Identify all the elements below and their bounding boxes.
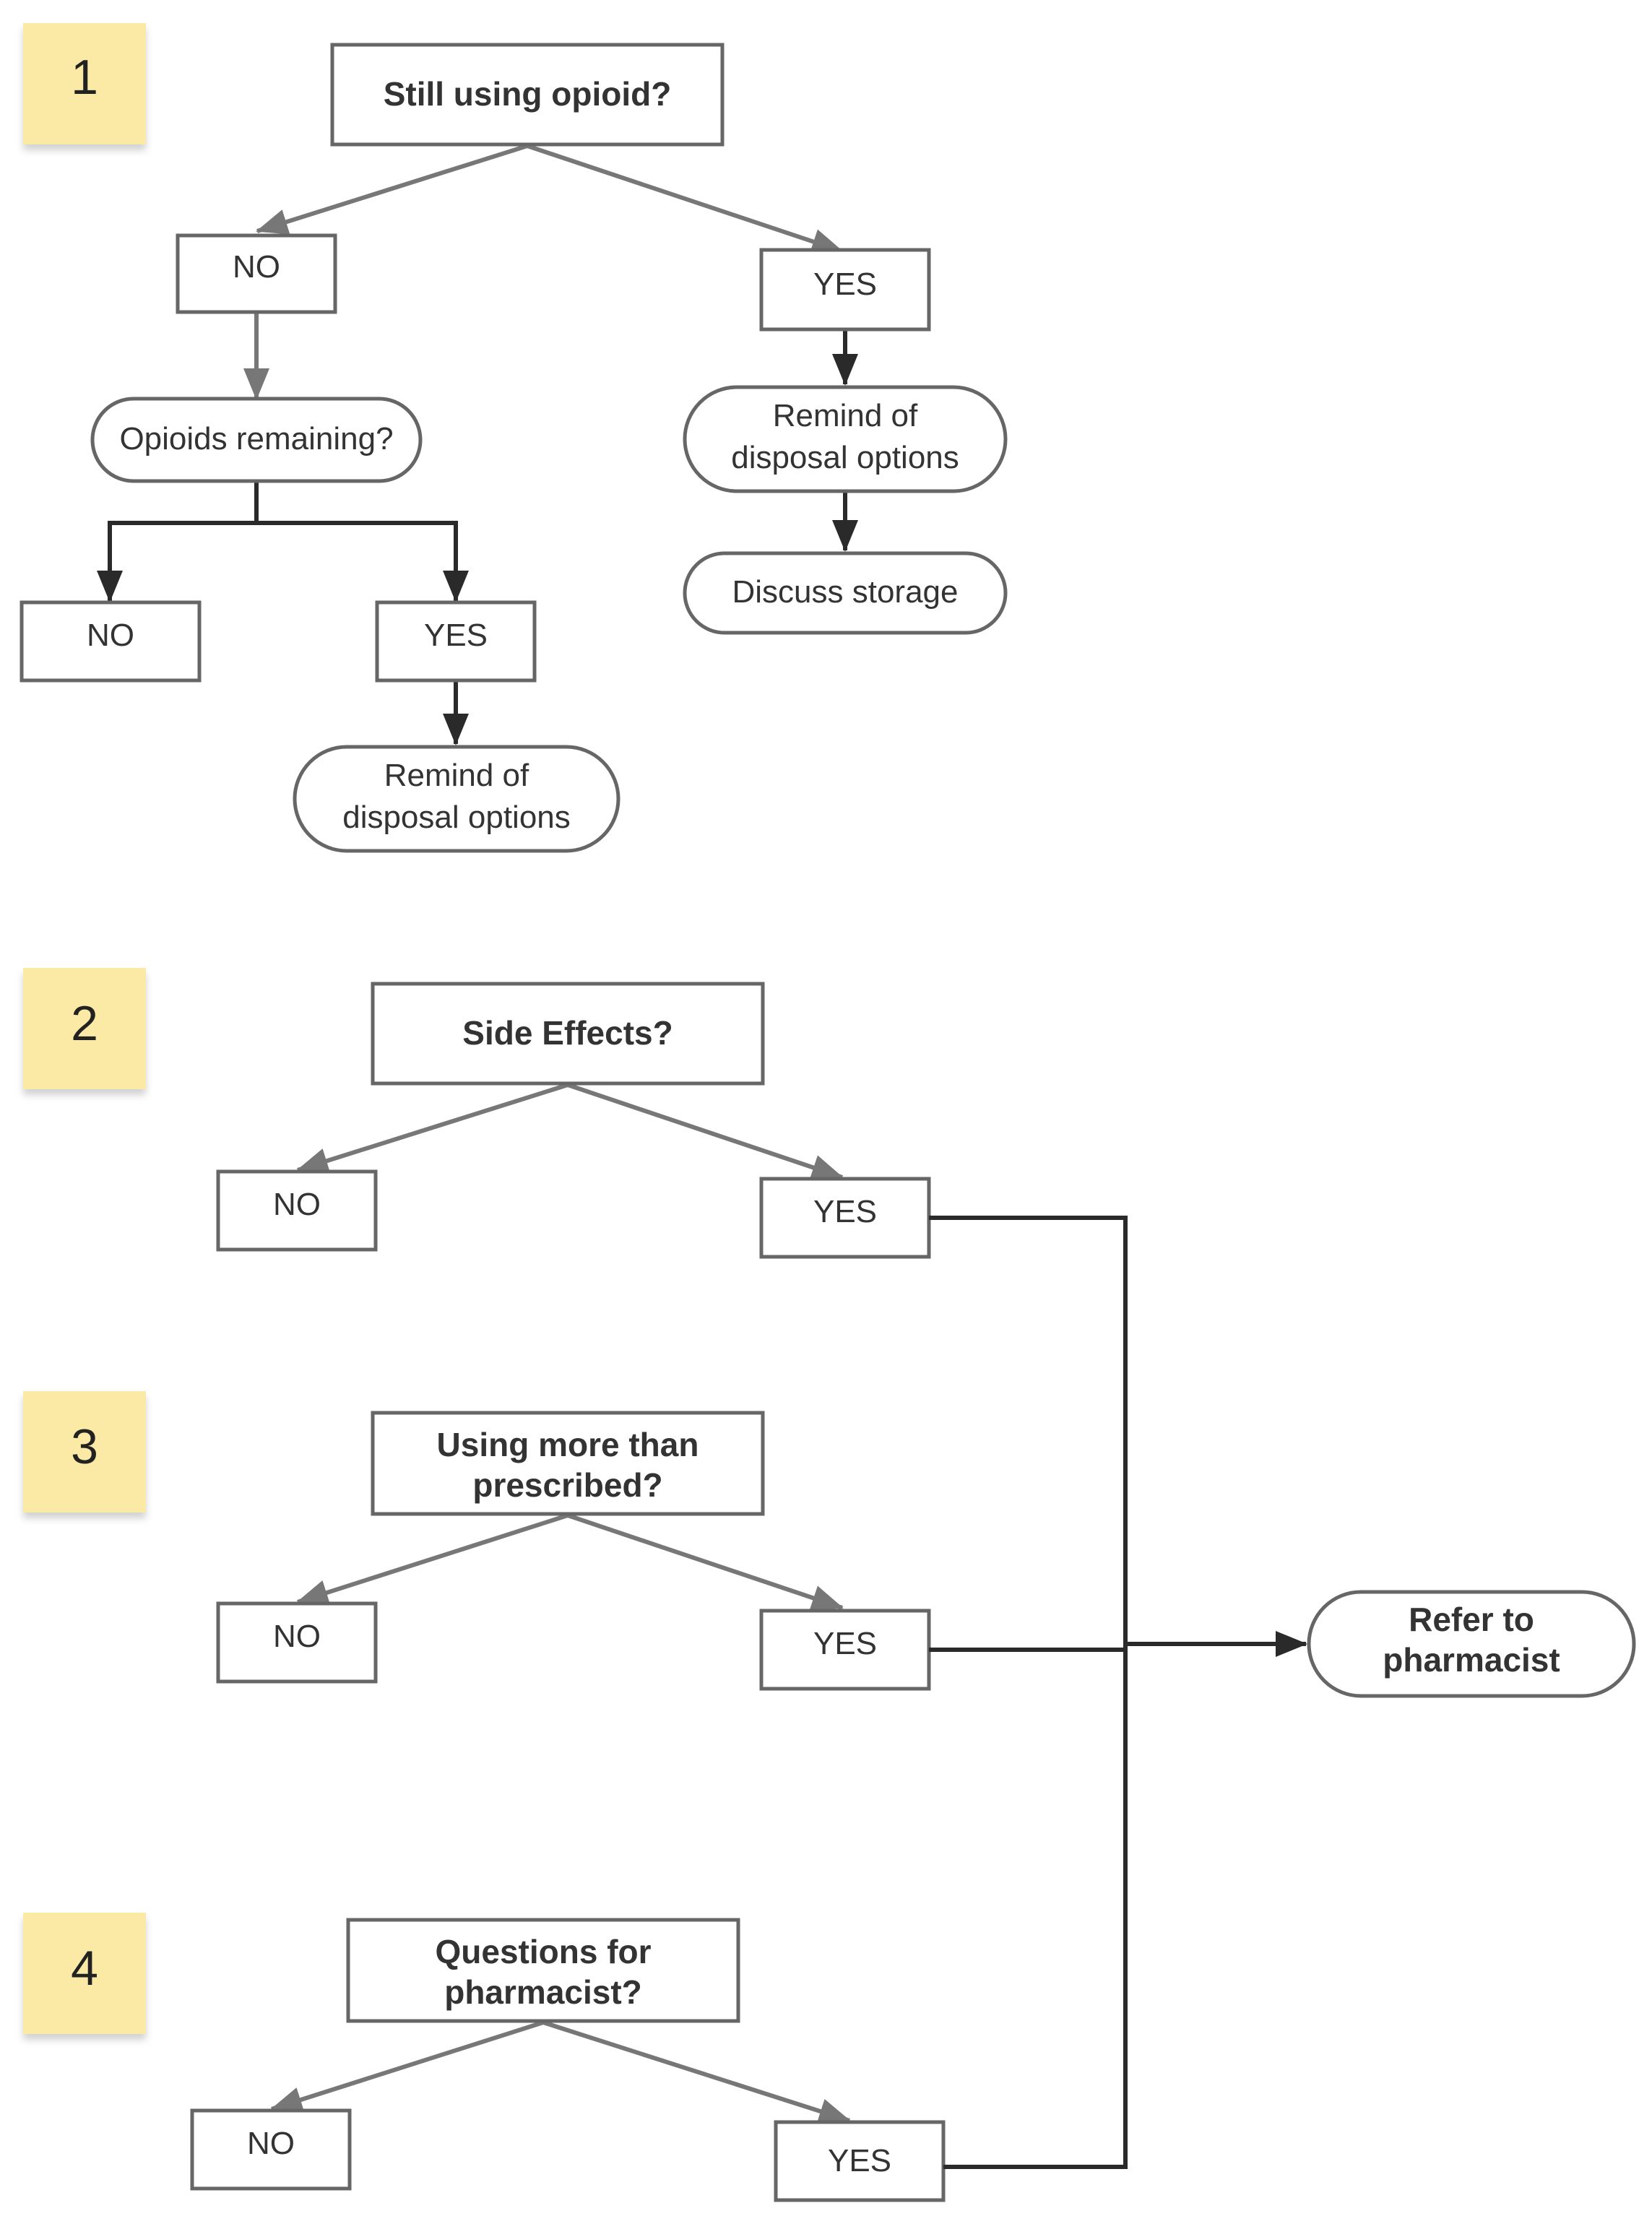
s4-no-box (190, 2108, 352, 2191)
section-3-number: 3 (71, 1419, 98, 1474)
section-4-number: 4 (71, 1941, 98, 1996)
question-text-using-more-line1: Using more than (437, 1426, 699, 1463)
yes-merge-line (929, 1216, 1128, 2169)
s1-sub-no-box (20, 600, 202, 683)
arrow-to-s1-no (256, 144, 528, 235)
refer-to-pharmacist-terminal (1307, 1590, 1636, 1698)
question-box-using-more (371, 1411, 765, 1516)
remind-disposal-left-line2: disposal options (342, 800, 571, 835)
section-2: Side Effects? NO YES (216, 982, 931, 1259)
question-box-side-effects (371, 982, 765, 1086)
section-3: Using more than prescribed? NO YES (216, 1411, 931, 1691)
s3-yes-label: YES (813, 1626, 877, 1661)
section-2-number: 2 (71, 996, 98, 1051)
question-box-questions-for-pharmacist (346, 1918, 740, 2023)
s2-no-box (216, 1169, 378, 1252)
s2-yes-label: YES (813, 1194, 877, 1229)
s4-yes-label: YES (828, 2143, 891, 2178)
discuss-storage-text: Discuss storage (732, 574, 958, 610)
remind-disposal-right-line1: Remind of (773, 398, 918, 433)
arrow-to-s1-yes (527, 144, 844, 254)
section-1-number-note: 1 (23, 23, 146, 144)
s4-no-label: NO (247, 2126, 295, 2161)
arrow-to-s4-no (270, 2020, 544, 2113)
outcome: Refer to pharmacist (1307, 1590, 1636, 1698)
s1-sub-yes-label: YES (424, 618, 488, 653)
refer-to-pharmacist-line1: Refer to (1409, 1601, 1534, 1638)
question-text-side-effects: Side Effects? (462, 1014, 673, 1052)
s1-sub-no-label: NO (87, 618, 134, 653)
arrow-to-s3-yes (567, 1513, 844, 1611)
arrow-to-s2-yes (567, 1083, 844, 1180)
arrow-to-s1-sub-yes (256, 521, 469, 602)
s1-yes-box (759, 248, 931, 332)
opioids-remaining-decision (90, 397, 423, 483)
s3-yes-box (759, 1609, 931, 1691)
arrow-to-s1-sub-no (97, 481, 259, 602)
question-text-using-more-line2: prescribed? (472, 1466, 662, 1504)
remind-disposal-left-line1: Remind of (384, 758, 529, 793)
merge-connectors (929, 1216, 1307, 2169)
remind-disposal-right (683, 385, 1008, 493)
s4-yes-box (774, 2120, 946, 2202)
question-text-questions-line2: pharmacist? (444, 1973, 642, 2011)
discuss-storage-action (683, 551, 1008, 635)
s1-yes-label: YES (813, 267, 877, 302)
section-1-number: 1 (71, 50, 98, 105)
arrow-to-s2-no (296, 1083, 568, 1174)
arrow-to-s4-yes (542, 2020, 851, 2124)
remind-disposal-left (293, 745, 620, 853)
section-1: Still using opioid? NO YES Opioids remai… (20, 43, 1008, 853)
section-4-number-note: 4 (23, 1913, 146, 2034)
opioids-remaining-text: Opioids remaining? (119, 421, 393, 456)
section-3-number-note: 3 (23, 1391, 146, 1512)
question-box-still-using (330, 43, 725, 147)
question-text-still-using: Still using opioid? (384, 75, 672, 113)
remind-disposal-right-line2: disposal options (731, 440, 959, 475)
arrow-to-s3-no (296, 1513, 568, 1606)
s3-no-label: NO (273, 1619, 321, 1654)
s3-no-box (216, 1601, 378, 1684)
refer-to-pharmacist-line2: pharmacist (1383, 1641, 1560, 1679)
s1-no-label: NO (233, 249, 280, 285)
s2-no-label: NO (273, 1187, 321, 1222)
s2-yes-box (759, 1177, 931, 1259)
s1-sub-yes-box (375, 600, 537, 683)
section-2-number-note: 2 (23, 968, 146, 1089)
section-4: Questions for pharmacist? NO YES (190, 1918, 946, 2202)
s1-no-box (176, 233, 337, 314)
question-text-questions-line1: Questions for (435, 1933, 651, 1970)
